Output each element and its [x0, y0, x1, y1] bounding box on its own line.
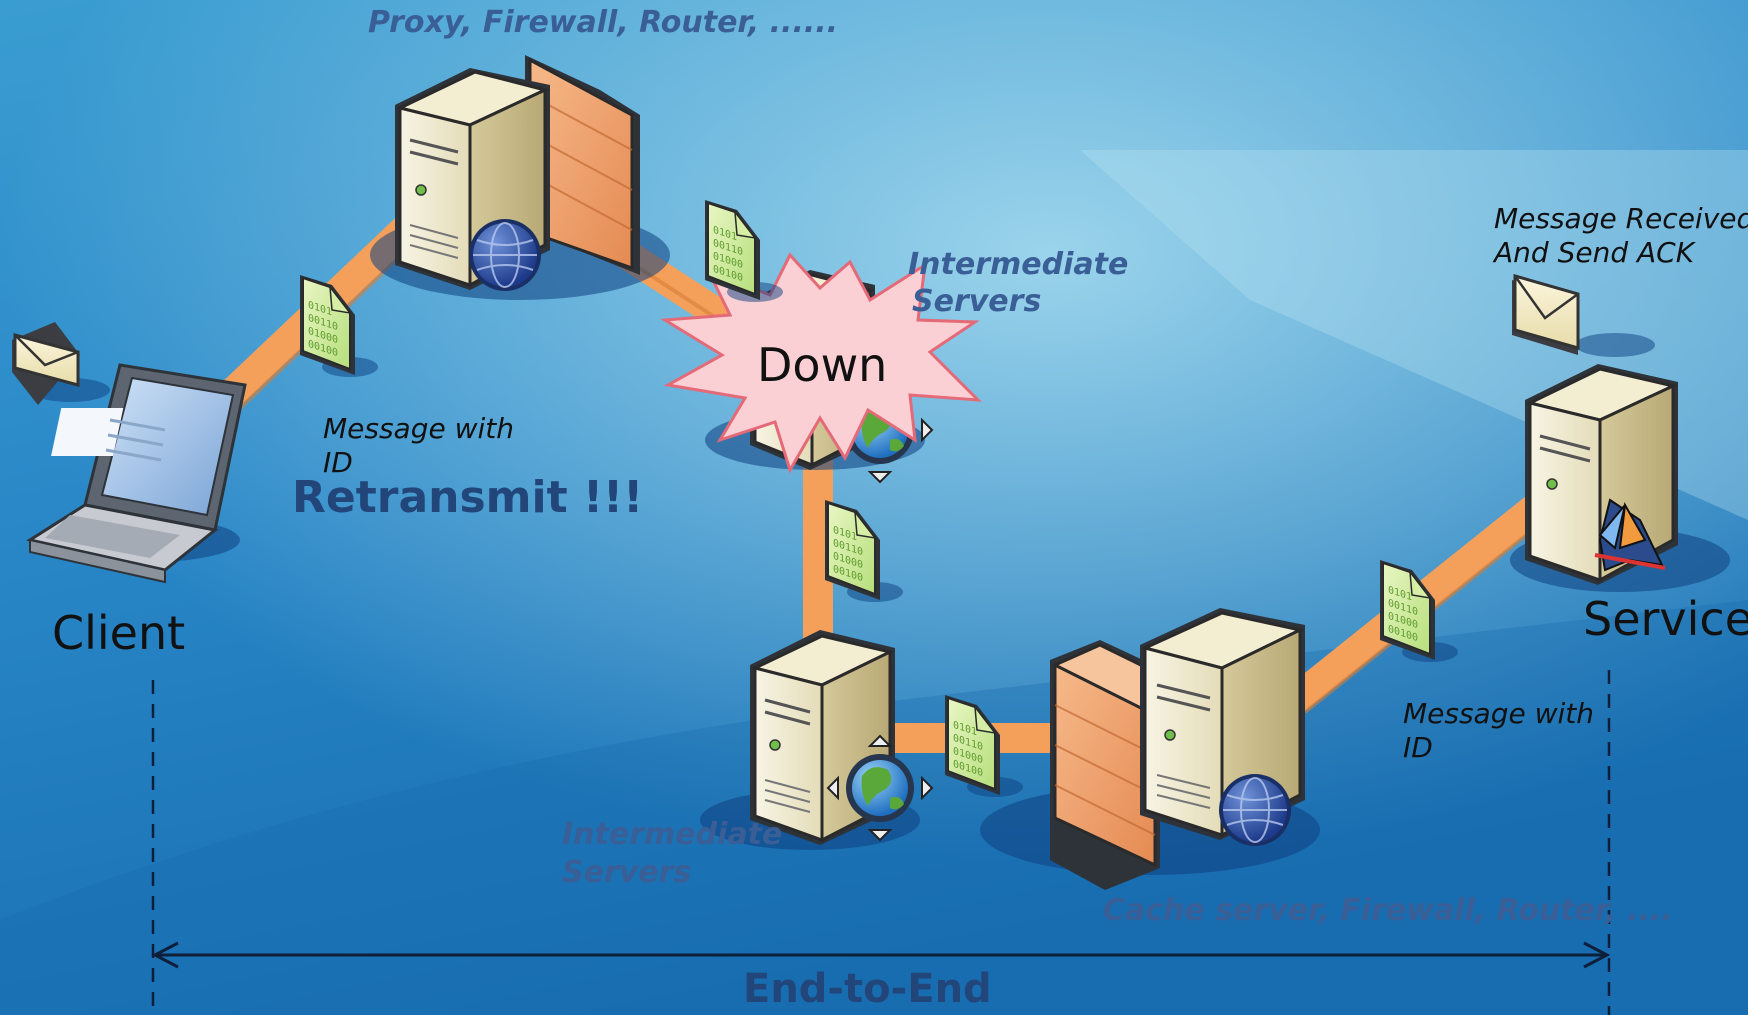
message-with-id-right-line1: Message with — [1403, 697, 1595, 730]
envelope-icon — [12, 322, 110, 405]
router-globe-bottom-icon — [826, 734, 934, 842]
service-label: Service — [1583, 592, 1748, 646]
laptop-icon — [26, 363, 247, 584]
top-devices-label: Proxy, Firewall, Router, ...... — [368, 5, 839, 40]
message-with-id-right-line2: ID — [1403, 731, 1433, 764]
intermediate-bottom-label-line2: Servers — [562, 855, 692, 890]
end-to-end-arrow — [151, 941, 1611, 969]
retransmit-label: Retransmit !!! — [292, 472, 644, 523]
intermediate-bottom-label-line1: Intermediate — [562, 817, 783, 852]
service-app-icon — [1594, 498, 1666, 572]
message-with-id-left-line1: Message with — [323, 412, 515, 445]
intermediate-top-label-line1: Intermediate — [908, 247, 1129, 282]
intermediate-top-label-line2: Servers — [912, 284, 1042, 319]
client-label: Client — [52, 606, 186, 660]
down-burst — [660, 252, 982, 474]
ack-envelope-icon — [1512, 274, 1655, 357]
message-received-line1: Message Received — [1494, 202, 1748, 235]
message-received-line2: And Send ACK — [1494, 236, 1695, 269]
proxy-firewall-server-icon — [370, 55, 670, 300]
bottom-devices-label: Cache server, Firewall, Router, .... — [1103, 893, 1673, 928]
cache-firewall-server-icon — [980, 608, 1320, 890]
message-with-id-left-line2: ID — [323, 446, 353, 479]
end-to-end-label: End-to-End — [743, 966, 992, 1012]
down-label: Down — [757, 338, 888, 392]
